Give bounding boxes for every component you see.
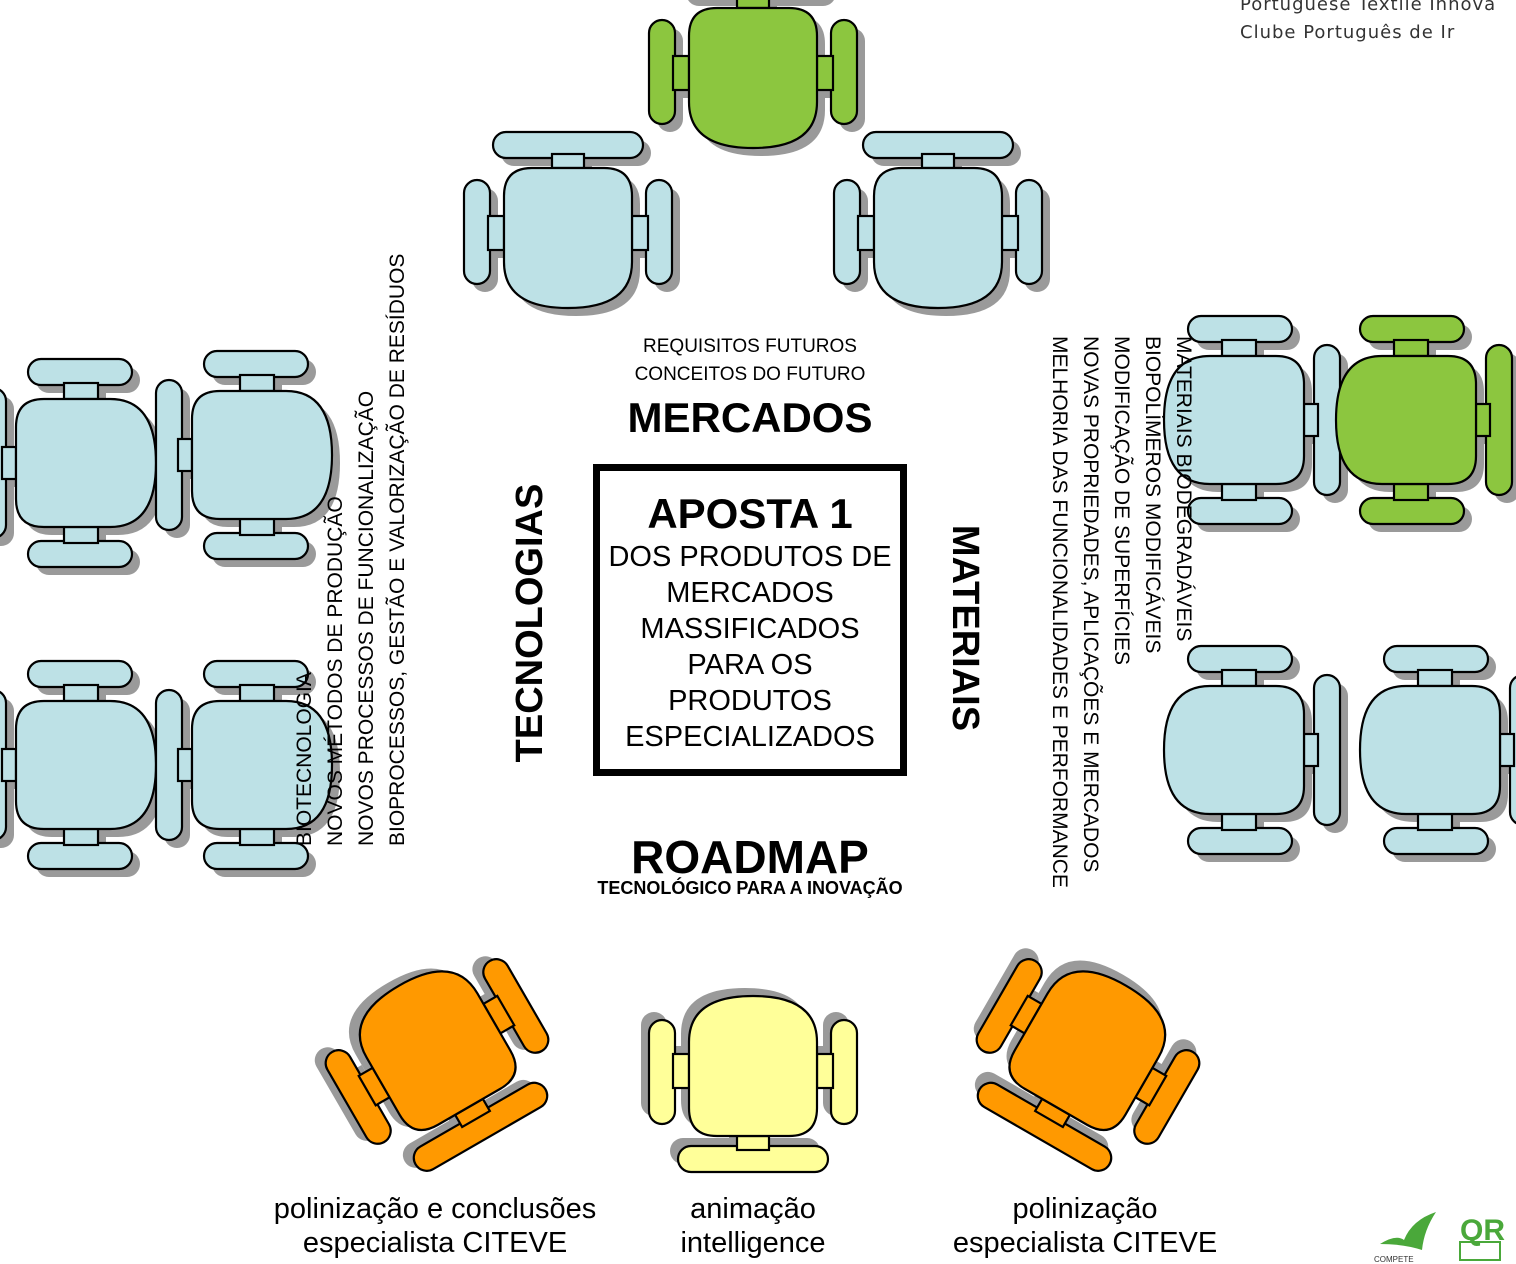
label-mid-line-1: animação [690,1193,816,1225]
logo-icon: COMPETE QR [1374,1212,1505,1264]
materiais-item: MELHORIA DAS FUNCIONALIDADES E PERFORMAN… [1048,336,1071,888]
roadmap-title: ROADMAP [631,831,869,883]
materiais-item: NOVAS PROPRIEDADES, APLICAÇÕES E MERCADO… [1079,336,1102,873]
tecnologias-item: BIOTECNOLOGIA [293,672,316,846]
aposta-title: APOSTA 1 [647,490,853,537]
mercados-sub-1: REQUISITOS FUTUROS [643,336,857,357]
label-right-line-2: especialista CITEVE [952,1227,1218,1259]
label-right: polinização especialista CITEVE [920,1192,1250,1260]
mercados-title: MERCADOS [627,394,873,441]
header-line-1: Portuguese Textile Innova [1240,0,1497,15]
label-middle: animação intelligence [603,1192,903,1260]
label-right-line-1: polinização [1012,1193,1158,1225]
materiais-item: MODIFICAÇÃO DE SUPERFÍCIES [1110,336,1133,666]
aposta-line: DOS PRODUTOS DE [608,541,892,573]
aposta-line: MERCADOS [666,577,834,609]
tecnologias-item: NOVOS MÉTODOS DE PRODUÇÃO [324,496,347,846]
aposta-line: MASSIFICADOS [640,613,860,645]
mercados-sub-2: CONCEITOS DO FUTURO [634,364,866,385]
roadmap-subtitle: TECNOLÓGICO PARA A INOVAÇÃO [597,878,903,898]
label-left-line-1: polinização e conclusões [273,1193,597,1225]
tecnologias-item: NOVOS PROCESSOS DE FUNCIONALIZAÇÃO [355,390,378,846]
label-left-line-2: especialista CITEVE [302,1227,568,1259]
aposta-line: PARA OS [687,649,813,681]
tecnologias-title: TECNOLOGIAS [509,483,551,763]
header-line-2: Clube Português de Ir [1240,22,1456,43]
materiais-item: MATERIAIS BIODEGRADÁVEIS [1172,336,1195,642]
materiais-item: BIOPOLÍMEROS MODIFICÁVEIS [1141,336,1164,654]
aposta-box: APOSTA 1 DOS PRODUTOS DE MERCADOS MASSIF… [593,464,907,776]
aposta-line: ESPECIALIZADOS [625,721,875,753]
materiais-title: MATERIAIS [944,524,986,732]
label-mid-line-2: intelligence [680,1227,826,1259]
aposta-line: PRODUTOS [668,685,832,717]
tecnologias-item: BIOPROCESSOS, GESTÃO E VALORIZAÇÃO DE RE… [386,253,409,846]
label-left: polinização e conclusões especialista CI… [220,1192,650,1260]
svg-text:COMPETE: COMPETE [1374,1255,1414,1264]
